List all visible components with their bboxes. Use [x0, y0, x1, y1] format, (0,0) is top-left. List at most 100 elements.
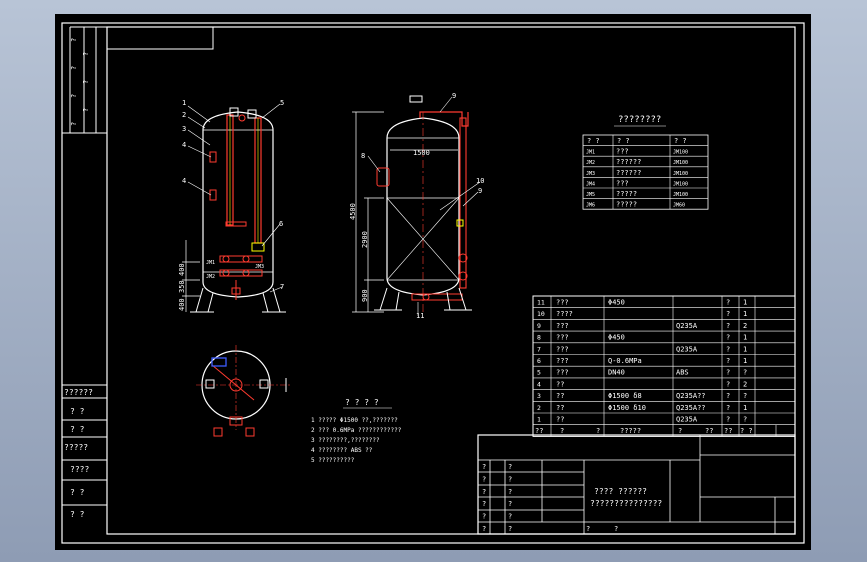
- parts-qty: 2: [743, 322, 747, 330]
- title-block-lines: [478, 435, 795, 534]
- title-block-left-labels: ????????????: [482, 463, 512, 533]
- nozzle-table-grid: ? ?? ?? ?JM1???JM100JM2??????JM100JM3???…: [582, 134, 709, 210]
- parts-name: ??: [556, 404, 564, 412]
- side-top-pipe: [419, 111, 469, 127]
- nozzle-cell: ?????: [616, 201, 637, 209]
- parts-index: 4: [537, 380, 541, 388]
- side-label-1: ??????: [64, 388, 93, 397]
- nozzle-table-border: [582, 134, 709, 210]
- front-legs: [190, 287, 286, 313]
- side-dim-1500: 1500: [413, 149, 430, 157]
- parts-index: 8: [537, 334, 541, 342]
- nozzle-cell: JM3: [586, 171, 595, 177]
- front-view[interactable]: 400 350 400 JM1 JM2 JM3 1 2 3 4 4 5 6 7: [178, 99, 286, 313]
- nozzle-header: ? ?: [587, 137, 600, 145]
- side-top-labels: ???????: [70, 38, 90, 126]
- title-left-label: ?: [482, 463, 486, 471]
- title-left-label: ?: [508, 475, 512, 483]
- top-view-nozzle-right: [259, 379, 269, 389]
- tech-req-line-2: 2 ??? 0.6MPa ????????????: [311, 427, 402, 434]
- front-distributor: [225, 221, 247, 227]
- parts-list[interactable]: 11???Φ450?110?????19???Q235A?28???Φ450?1…: [532, 295, 796, 437]
- tech-req-line-4: 4 ???????? ABS ??: [311, 447, 373, 454]
- title-left-label: ?: [508, 463, 512, 471]
- side-view[interactable]: 1500 4500 2900 900 8 9 9 10 11: [349, 92, 484, 320]
- front-dim-400a: 400: [178, 263, 186, 276]
- parts-material: Q235A: [676, 345, 698, 353]
- top-view-blue-nozzle: [211, 357, 227, 367]
- parts-qty: 1: [743, 310, 747, 318]
- top-view-nozzle-br: [245, 427, 255, 437]
- parts-material: Q235A: [676, 416, 698, 424]
- side-label-7: ? ?: [70, 510, 85, 519]
- side-label-6: ? ?: [70, 488, 85, 497]
- parts-name: ????: [556, 310, 573, 318]
- side-label-2: ? ?: [70, 407, 85, 416]
- parts-unit: ?: [726, 345, 730, 353]
- parts-unit: ?: [726, 322, 730, 330]
- parts-unit: ?: [726, 416, 730, 424]
- front-balloon-7: 7: [280, 283, 284, 291]
- front-balloon-4b: 4: [182, 177, 186, 185]
- parts-index: 9: [537, 322, 541, 330]
- tech-req-line-1: 1 ????? Φ1500 ??,???????: [311, 417, 398, 424]
- side-top-label: ?: [70, 94, 78, 98]
- outer-frame: [61, 22, 805, 544]
- title-bottom-1: ?: [586, 525, 590, 533]
- parts-name: ??: [556, 416, 564, 424]
- parts-unit: ?: [726, 357, 730, 365]
- front-balloon-6: 6: [279, 220, 283, 228]
- title-left-label: ?: [508, 513, 512, 521]
- nozzle-cell: JM2: [586, 160, 595, 166]
- front-label-jm3: JM3: [255, 264, 264, 270]
- parts-header: ??: [705, 427, 713, 435]
- side-top-label: ?: [82, 108, 90, 112]
- side-dim-2900: 2900: [361, 231, 369, 248]
- nozzle-cell: JM100: [673, 150, 688, 156]
- parts-index: 3: [537, 392, 541, 400]
- title-block-frame: [477, 434, 796, 535]
- nozzle-cell: JM100: [673, 192, 688, 198]
- inner-frame: [106, 26, 796, 535]
- front-bottom-piping: [219, 255, 263, 300]
- nozzle-cell: JM5: [586, 192, 595, 198]
- nozzle-cell: ??????: [616, 158, 641, 166]
- tech-req-line-5: 5 ??????????: [311, 457, 355, 464]
- front-balloon-3: 3: [182, 125, 186, 133]
- side-valve-1: [458, 253, 468, 263]
- side-balloon-9b: 9: [478, 187, 482, 195]
- front-label-jm1: JM1: [206, 260, 215, 266]
- tech-req-title: ? ? ? ?: [345, 398, 379, 407]
- title-line-2: ???????????????: [590, 499, 662, 508]
- nozzle-cell: JM1: [586, 150, 595, 156]
- side-balloon-10: 10: [476, 177, 484, 185]
- top-view[interactable]: [196, 345, 290, 437]
- parts-index: 11: [537, 299, 545, 307]
- parts-index: 6: [537, 357, 541, 365]
- parts-name: ???: [556, 345, 569, 353]
- side-balloon-9a: 9: [452, 92, 456, 100]
- parts-header: ?: [596, 427, 600, 435]
- nozzle-cell: JM6: [586, 203, 595, 209]
- front-shell: [202, 111, 274, 298]
- parts-spec: DN40: [608, 369, 625, 377]
- nozzle-table[interactable]: ???????? ? ?? ?? ?JM1???JM100JM2??????JM…: [582, 115, 709, 210]
- parts-header: ?: [560, 427, 564, 435]
- parts-name: ???: [556, 357, 569, 365]
- parts-spec: Φ1500 δ8: [608, 392, 642, 400]
- parts-material: Q235A??: [676, 392, 706, 400]
- side-top-label: ?: [70, 122, 78, 126]
- title-left-label: ?: [508, 525, 512, 533]
- front-label-jm2: JM2: [206, 274, 215, 280]
- nozzle-table-title: ????????: [618, 115, 661, 125]
- title-block[interactable]: ???? ?????? ??????????????? ????????????…: [477, 434, 796, 535]
- front-dim-350: 350: [178, 280, 186, 293]
- side-bed-cross-2: [386, 197, 460, 281]
- side-label-3: ? ?: [70, 425, 85, 434]
- side-top-label: ?: [82, 52, 90, 56]
- parts-name: ??: [556, 380, 564, 388]
- parts-qty: 1: [743, 299, 747, 307]
- nozzle-header: ? ?: [674, 137, 687, 145]
- front-dim-400b: 400: [178, 298, 186, 311]
